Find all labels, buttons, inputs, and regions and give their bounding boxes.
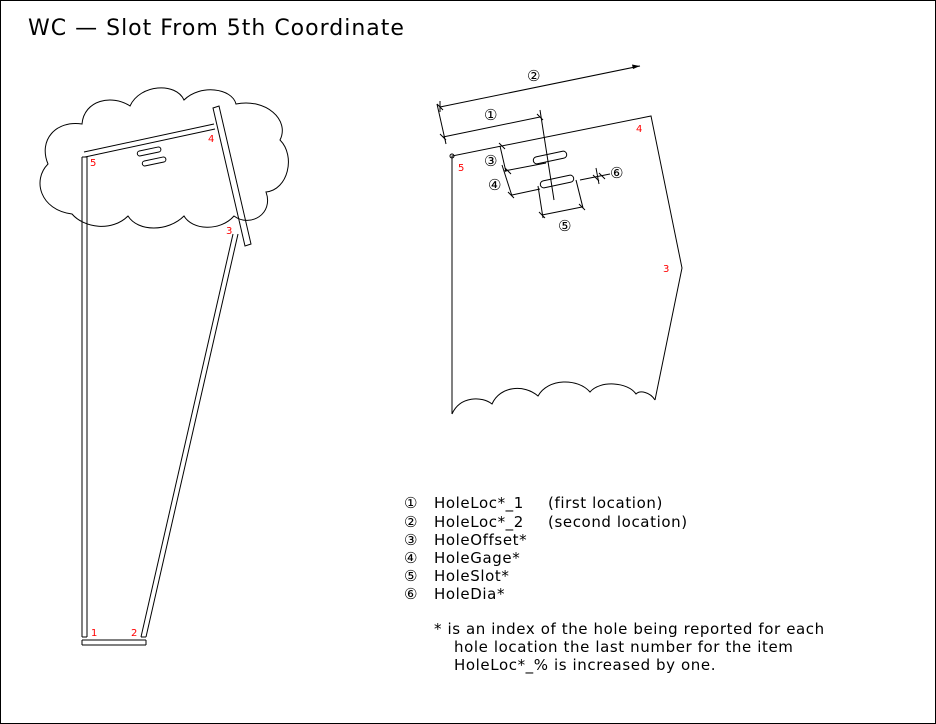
legend-name: HoleLoc*_2 bbox=[434, 513, 524, 532]
legend-marker: ③ bbox=[404, 531, 418, 549]
callout-4: ④ bbox=[488, 176, 501, 194]
footnote-line-2: hole location the last number for the it… bbox=[454, 638, 794, 656]
legend-marker: ② bbox=[404, 513, 418, 531]
vertex-label-1: 1 bbox=[91, 628, 97, 639]
revision-cloud bbox=[39, 87, 289, 229]
legend-name: HoleOffset* bbox=[434, 531, 527, 549]
callout-1: ① bbox=[484, 106, 497, 124]
footnote-line-1: * is an index of the hole being reported… bbox=[434, 620, 825, 638]
callout-6: ⑥ bbox=[610, 164, 623, 182]
callout-3: ③ bbox=[484, 152, 497, 170]
legend-item-5: ⑤ HoleSlot* bbox=[404, 567, 510, 585]
footnote: * is an index of the hole being reported… bbox=[434, 620, 825, 675]
legend-item-1: ① HoleLoc*_1 (first location) bbox=[404, 494, 663, 513]
legend-name: HoleDia* bbox=[434, 585, 505, 603]
legend: ① HoleLoc*_1 (first location) ② HoleLoc*_2 (… bbox=[404, 494, 688, 603]
legend-note: (second location) bbox=[548, 513, 688, 531]
footnote-line-3: HoleLoc*_% is increased by one. bbox=[454, 656, 716, 675]
legend-item-3: ③ HoleOffset* bbox=[404, 531, 527, 549]
detail-view: ② ① ③ ④ bbox=[436, 64, 683, 415]
legend-marker: ⑤ bbox=[404, 567, 418, 585]
vertex-label-5: 5 bbox=[90, 158, 96, 169]
legend-marker: ④ bbox=[404, 549, 418, 567]
legend-note: (first location) bbox=[548, 494, 663, 512]
legend-marker: ⑥ bbox=[404, 585, 418, 603]
legend-item-2: ② HoleLoc*_2 (second location) bbox=[404, 513, 688, 532]
drawing-title: WC — Slot From 5th Coordinate bbox=[28, 16, 405, 41]
legend-marker: ① bbox=[404, 494, 418, 512]
callout-5: ⑤ bbox=[558, 217, 571, 235]
vertex-label-2: 2 bbox=[131, 628, 137, 639]
legend-name: HoleLoc*_1 bbox=[434, 494, 524, 513]
legend-name: HoleSlot* bbox=[434, 567, 510, 585]
detail-vertex-label-4: 4 bbox=[636, 124, 642, 135]
legend-item-4: ④ HoleGage* bbox=[404, 549, 520, 567]
part-overview: 1 2 3 4 5 bbox=[39, 87, 289, 646]
vertex-label-3: 3 bbox=[226, 226, 232, 237]
legend-name: HoleGage* bbox=[434, 549, 520, 567]
detail-vertex-label-5: 5 bbox=[458, 163, 464, 174]
detail-vertex-label-3: 3 bbox=[663, 264, 669, 275]
legend-item-6: ⑥ HoleDia* bbox=[404, 585, 505, 603]
callout-2: ② bbox=[527, 67, 540, 85]
vertex-label-4: 4 bbox=[208, 134, 214, 145]
